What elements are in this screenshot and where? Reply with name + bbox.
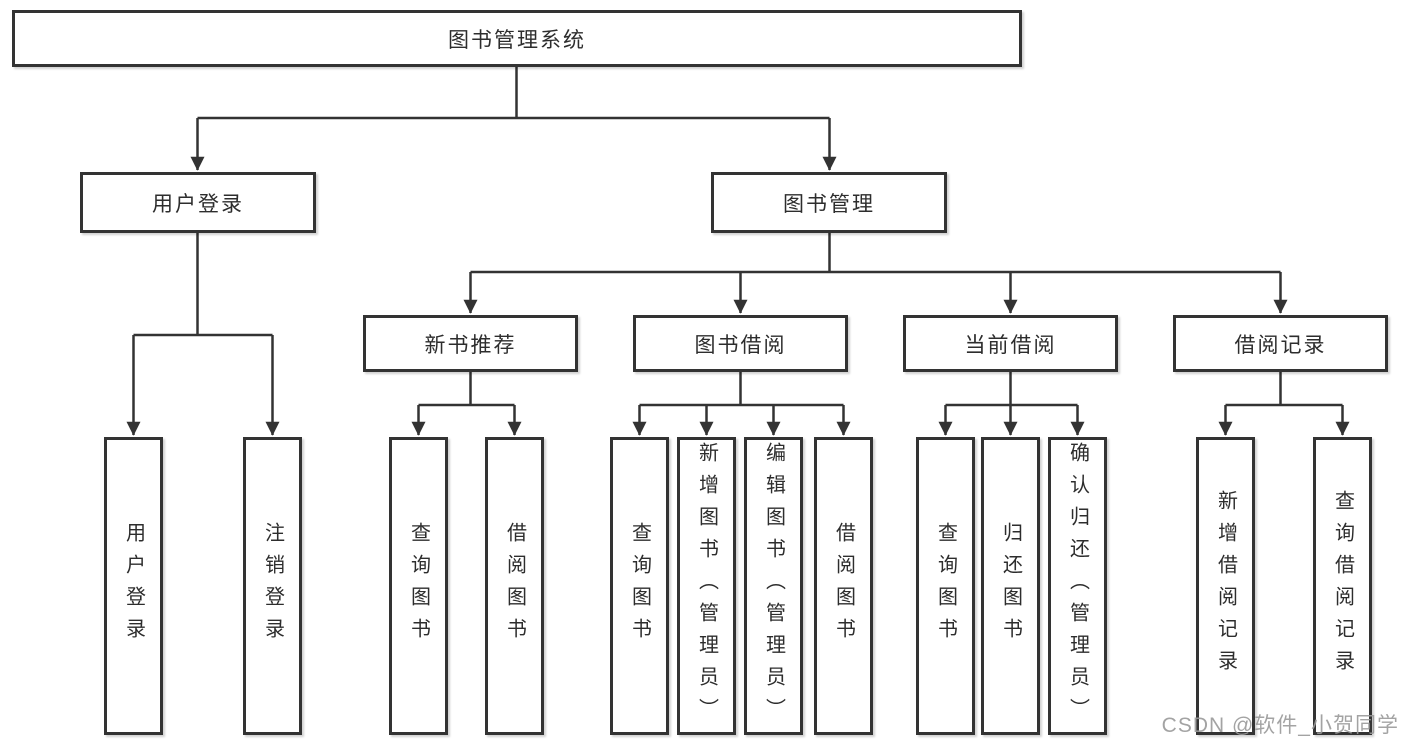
leaf-query-books-recommend: 查询图书 (389, 437, 448, 735)
leaf-borrow-books-borrowing: 借阅图书 (814, 437, 873, 735)
leaf-add-books-admin: 新增图书（管理员） (677, 437, 736, 735)
node-new-book-recommend: 新书推荐 (363, 315, 578, 372)
node-book-borrowing: 图书借阅 (633, 315, 848, 372)
node-system-root: 图书管理系统 (12, 10, 1022, 67)
leaf-return-books: 归还图书 (981, 437, 1040, 735)
node-user-login-branch: 用户登录 (80, 172, 316, 233)
leaf-user-login: 用户登录 (104, 437, 163, 735)
connector-book-borrowing (632, 372, 851, 436)
connector-book-management-branch (463, 233, 1288, 314)
leaf-query-borrow-record: 查询借阅记录 (1313, 437, 1372, 735)
connector-current-borrowing (938, 372, 1085, 436)
leaf-confirm-return-admin: 确认归还（管理员） (1048, 437, 1107, 735)
connector-new-book-recommend (411, 372, 522, 436)
node-current-borrowing: 当前借阅 (903, 315, 1118, 372)
leaf-add-borrow-record: 新增借阅记录 (1196, 437, 1255, 735)
csdn-watermark: CSDN @软件_小贺同学 (1161, 714, 1399, 737)
node-borrowing-records: 借阅记录 (1173, 315, 1388, 372)
connector-borrowing-records (1218, 372, 1350, 436)
leaf-edit-books-admin: 编辑图书（管理员） (744, 437, 803, 735)
leaf-logout: 注销登录 (243, 437, 302, 735)
connector-root-to-level2 (190, 67, 837, 171)
leaf-query-books-current: 查询图书 (916, 437, 975, 735)
leaf-borrow-books-recommend: 借阅图书 (485, 437, 544, 735)
node-book-management-branch: 图书管理 (711, 172, 947, 233)
leaf-query-books-borrowing: 查询图书 (610, 437, 669, 735)
connector-user-login-branch (126, 233, 280, 436)
